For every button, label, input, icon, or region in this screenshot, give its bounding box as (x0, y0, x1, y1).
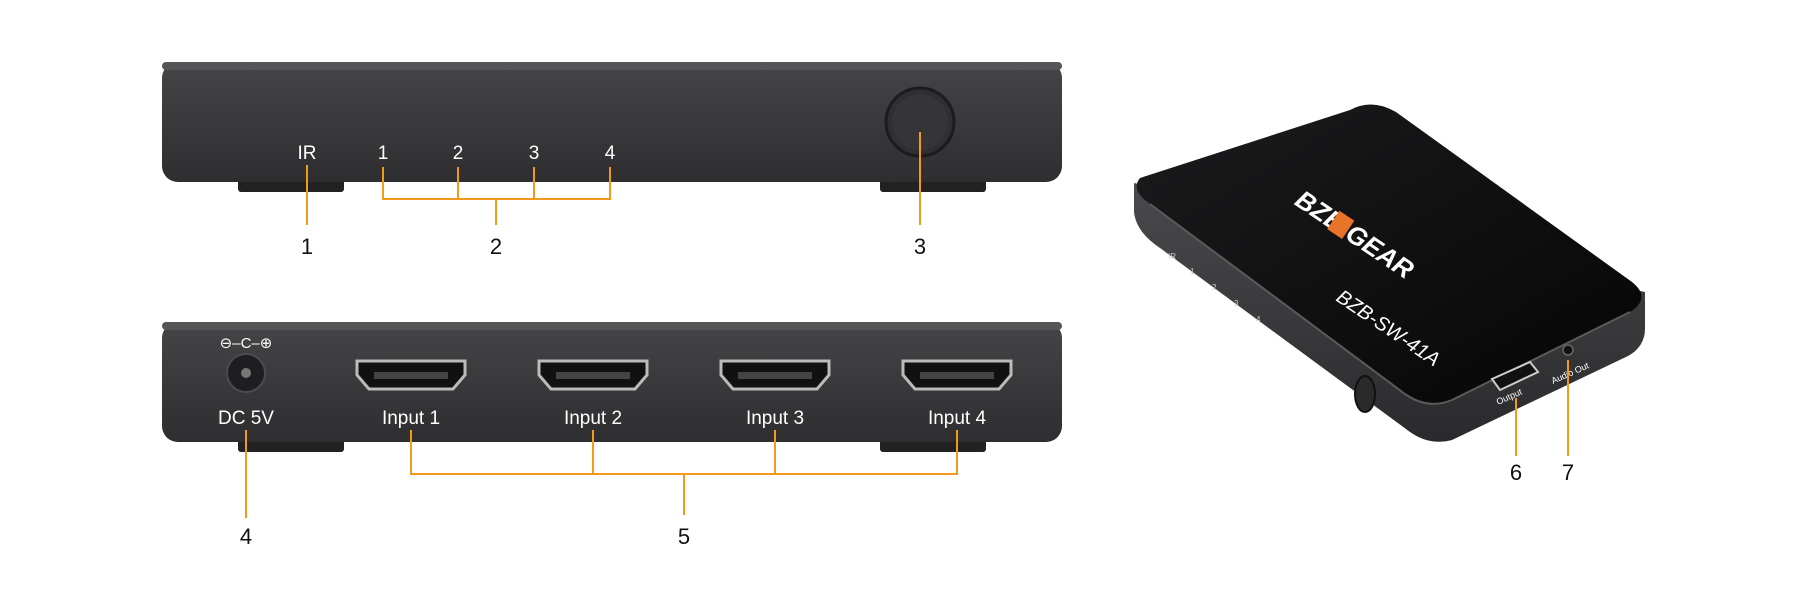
led-label-4: 4 (605, 143, 616, 164)
rear-panel: ⊖–C–⊕ DC 5V Input 1 Input 2 Input 3 Inpu… (162, 322, 1062, 452)
device-side-label-ir: IR (1168, 252, 1176, 261)
callout-number-1: 1 (301, 234, 313, 259)
select-button-face (892, 94, 948, 150)
device-callouts: 6 7 (1510, 360, 1574, 485)
callout-number-4: 4 (240, 524, 252, 549)
callout-number-6: 6 (1510, 460, 1522, 485)
input-label-4: Input 4 (928, 408, 987, 429)
device-logo-mark (1327, 210, 1355, 240)
device-audio-jack[interactable] (1562, 344, 1574, 356)
callout-number-3: 3 (914, 234, 926, 259)
callout-line-5 (410, 430, 958, 515)
device-output-port[interactable] (1490, 360, 1540, 392)
device-side-label-4: 4 (1256, 315, 1261, 324)
callout-number-5: 5 (678, 524, 690, 549)
led-label-1: 1 (378, 143, 389, 164)
hdmi-input-1[interactable] (355, 359, 467, 391)
dc-jack-pin (241, 368, 251, 378)
device-side-labels: IR 1 2 3 4 (1168, 252, 1261, 324)
input-label-1: Input 1 (382, 408, 440, 429)
device-side-label-3: 3 (1234, 299, 1239, 308)
device-side-label-1: 1 (1190, 267, 1195, 276)
ir-label: IR (298, 143, 317, 164)
dc-label: DC 5V (218, 408, 274, 429)
dc-polarity-symbol: ⊖–C–⊕ (220, 335, 273, 352)
device-select-button[interactable] (1354, 375, 1376, 413)
device-side-label-2: 2 (1212, 283, 1217, 292)
hdmi-input-2[interactable] (537, 359, 649, 391)
led-label-2: 2 (453, 143, 464, 164)
front-panel: IR 1 2 3 4 (162, 62, 1062, 192)
front-callouts: 1 2 3 (301, 132, 926, 259)
hdmi-input-4[interactable] (901, 359, 1013, 391)
hdmi-input-3[interactable] (719, 359, 831, 391)
device-top (1136, 104, 1642, 404)
input-label-3: Input 3 (746, 408, 804, 429)
rear-panel-top-edge (162, 322, 1062, 330)
front-panel-top-edge (162, 62, 1062, 70)
input-label-2: Input 2 (564, 408, 622, 429)
rear-callouts: 4 5 (240, 430, 958, 549)
callout-number-7: 7 (1562, 460, 1574, 485)
led-label-3: 3 (529, 143, 540, 164)
callout-line-2 (382, 167, 611, 225)
callout-number-2: 2 (490, 234, 502, 259)
front-panel-body (162, 62, 1062, 182)
device-isometric: BZB GEAR BZB-SW-41A IR 1 2 3 4 Output Au… (1134, 104, 1646, 442)
device-top-edge (1149, 203, 1631, 405)
